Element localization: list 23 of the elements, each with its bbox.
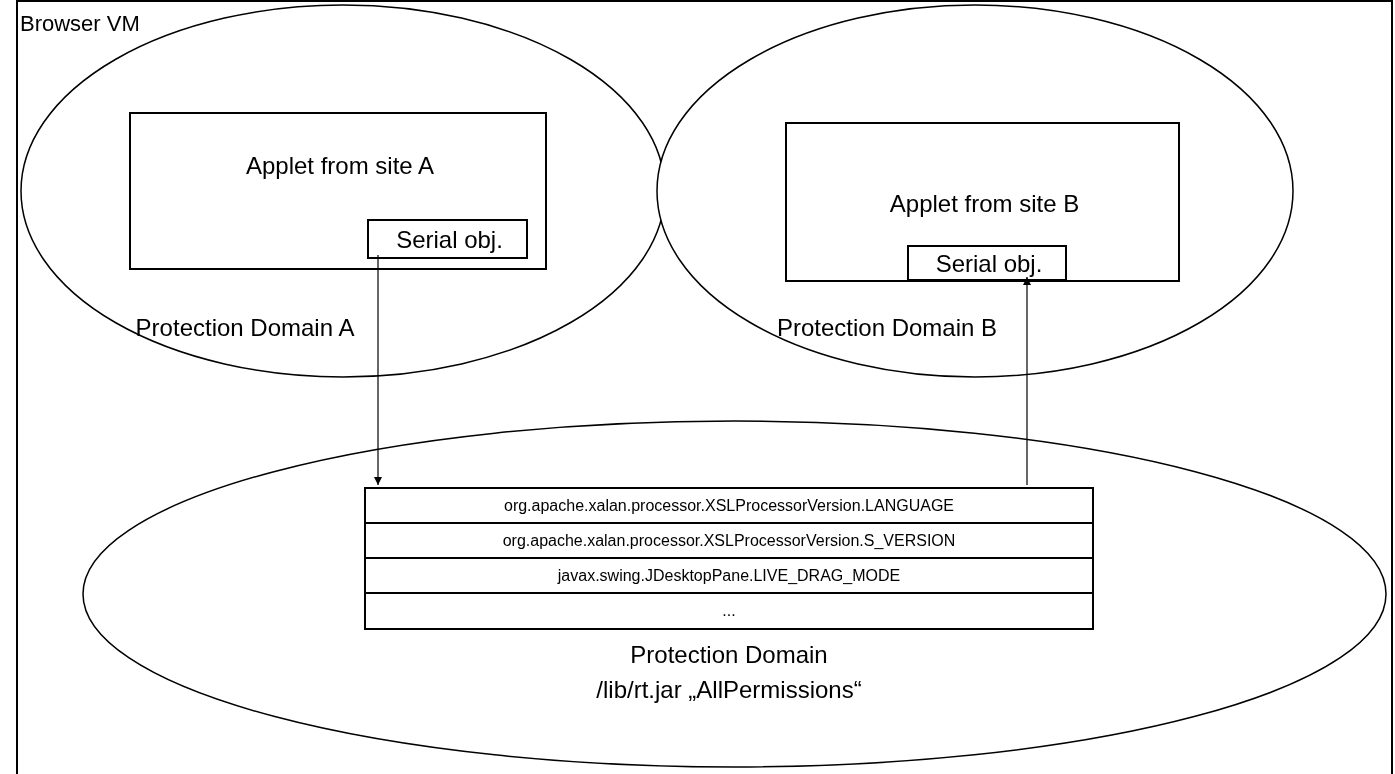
applet-box (785, 122, 1180, 282)
label-text: Protection Domain A (134, 313, 356, 343)
label-text: /lib/rt.jar „AllPermissions“ (595, 675, 863, 705)
serial-object-box (367, 219, 528, 259)
serial-object-box (907, 245, 1067, 281)
label-text: org.apache.xalan.processor.XSLProcessorVersion.LANGUAGE (503, 496, 955, 516)
label-text: Applet from site B (888, 189, 1081, 219)
protection-domain-ellipse (656, 4, 1294, 378)
browser-vm-frame (16, 0, 1393, 774)
label-text: Protection Domain (629, 640, 829, 670)
label-text: javax.swing.JDesktopPane.LIVE_DRAG_MODE (556, 566, 902, 586)
label-text: Browser VM (20, 10, 141, 38)
arrow (1023, 276, 1031, 486)
label-text: Applet from site A (244, 151, 436, 181)
applet-box (129, 112, 547, 270)
protection-domain-ellipse (82, 420, 1387, 768)
label-text: Serial obj. (395, 225, 504, 255)
label-text: Serial obj. (934, 249, 1044, 279)
label-text: ... (721, 601, 737, 621)
label-text: Protection Domain B (775, 313, 999, 343)
label-text: org.apache.xalan.processor.XSLProcessorVersion.S_VERSION (501, 531, 957, 551)
arrow (374, 254, 382, 486)
field-table (364, 487, 1094, 630)
